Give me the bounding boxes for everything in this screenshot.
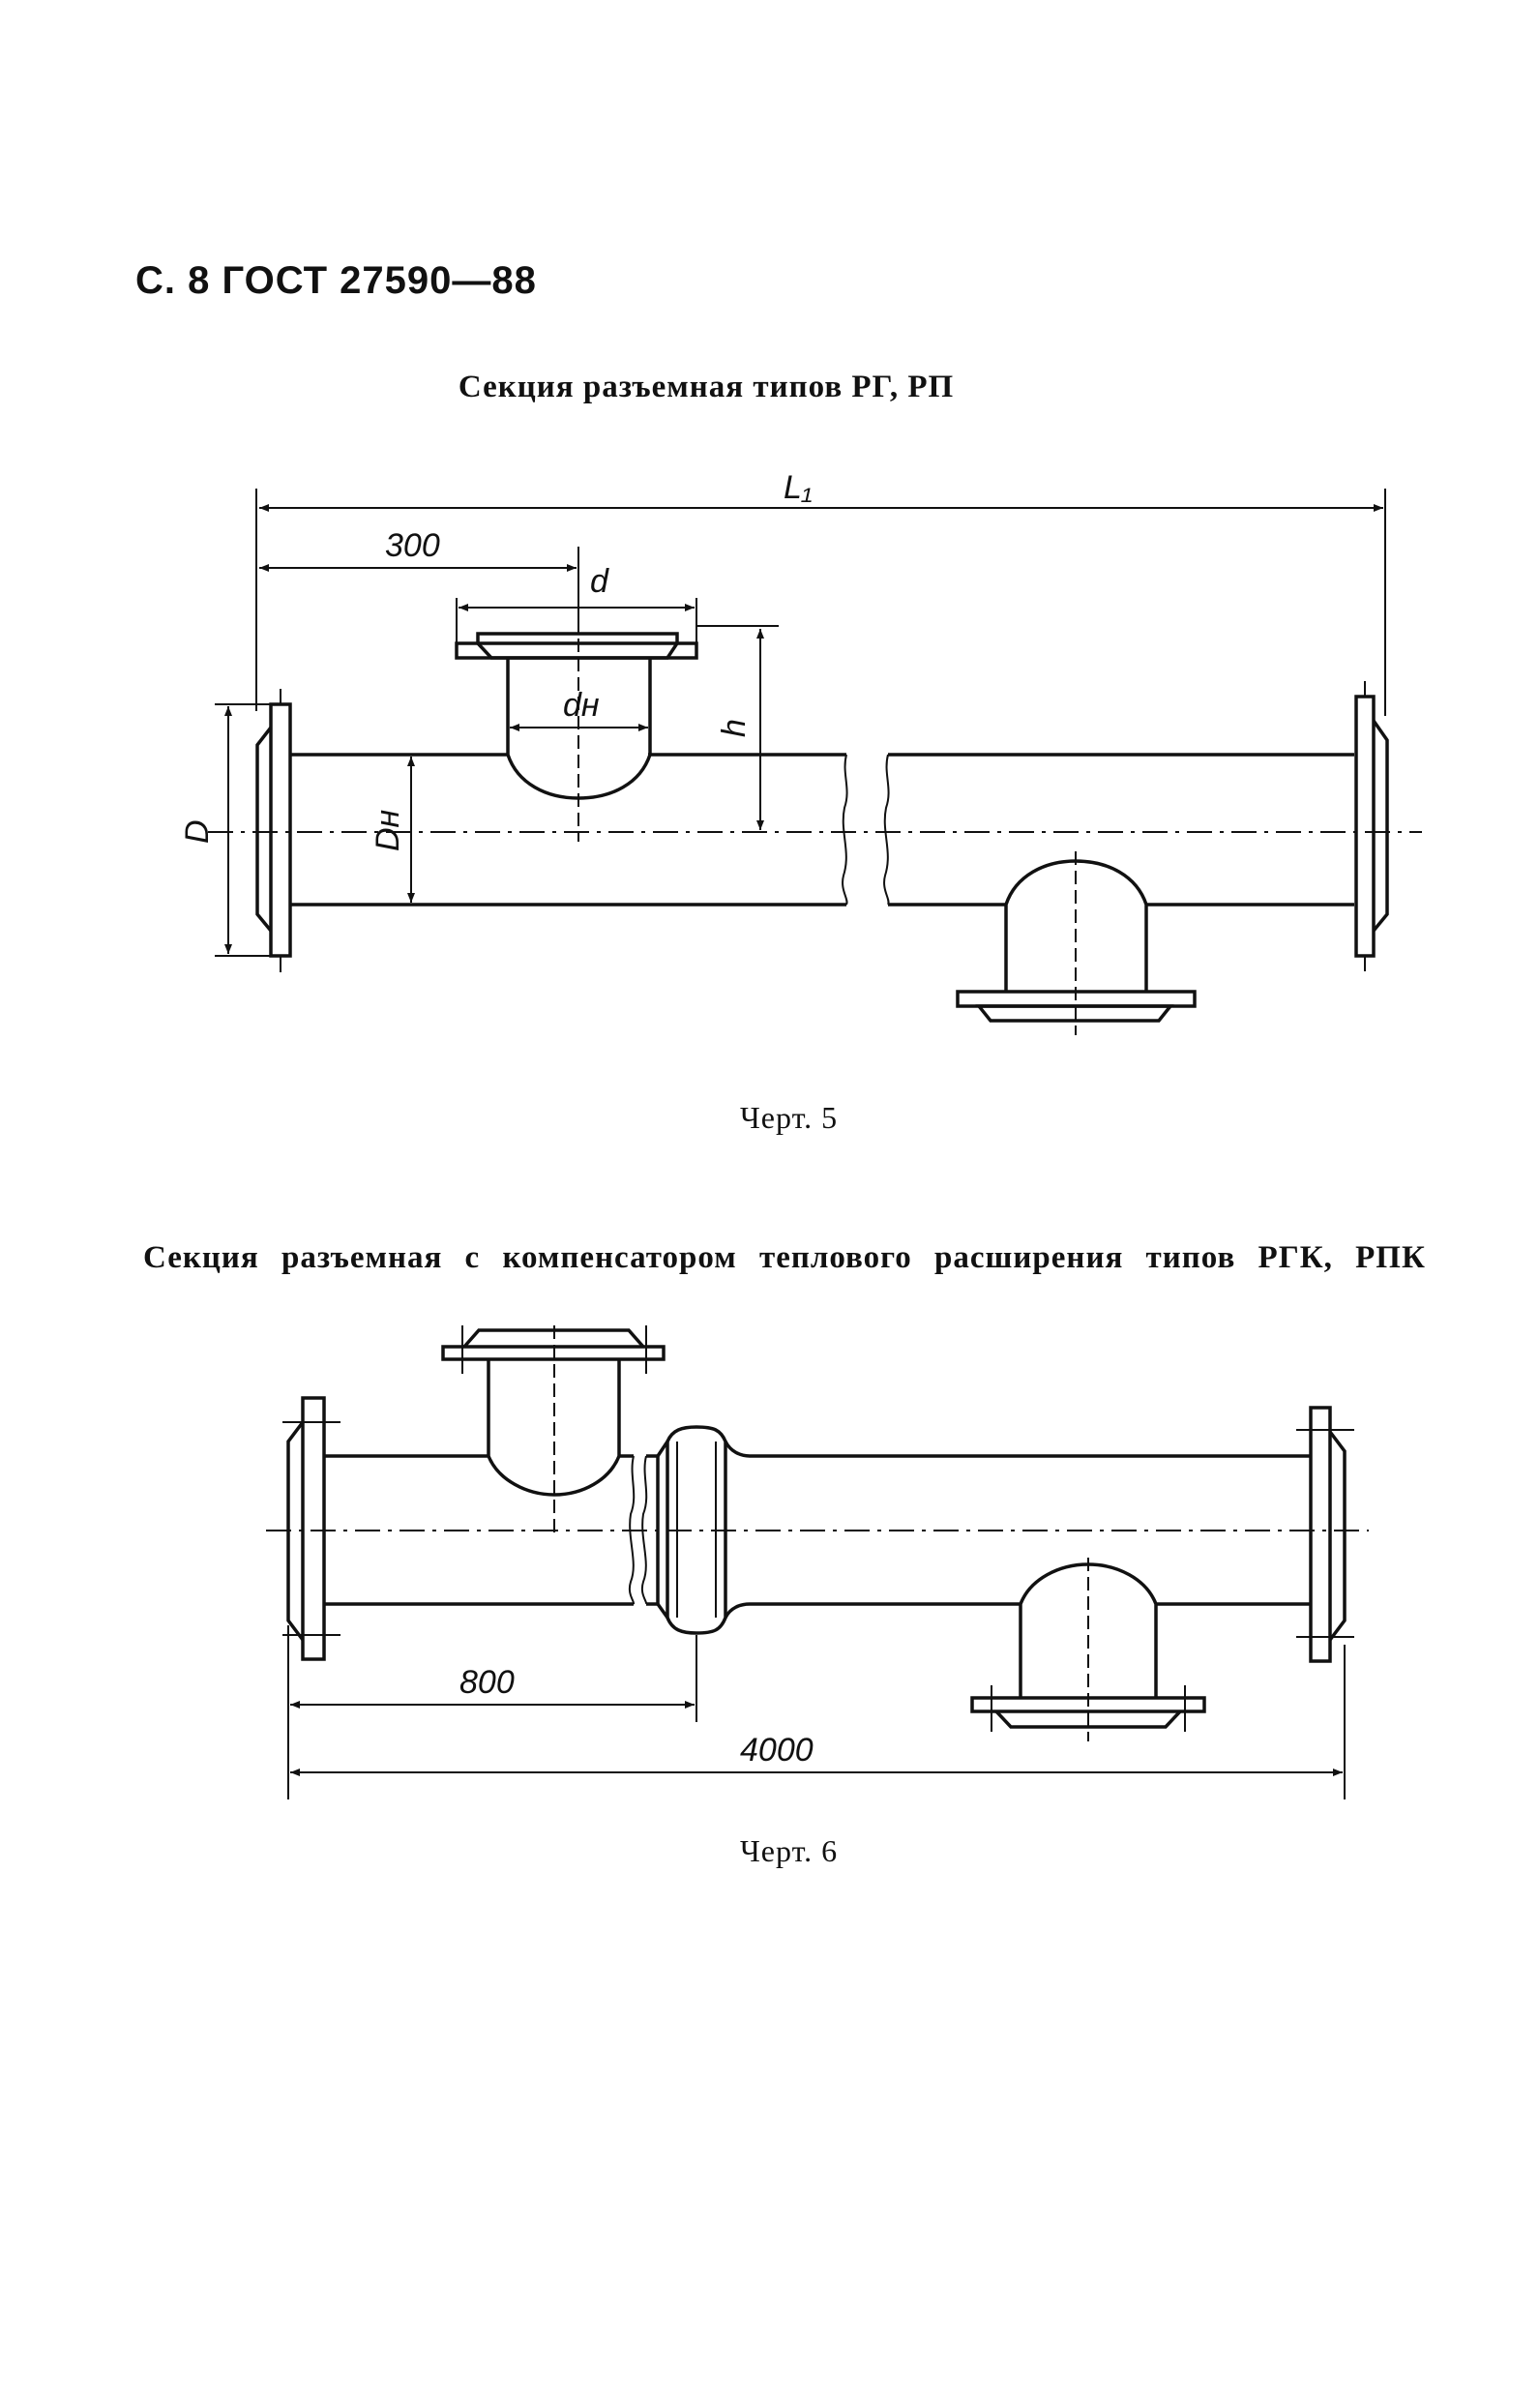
dim-dn-label: dн xyxy=(563,687,600,724)
dim-h-label: h xyxy=(716,719,753,737)
lower-branch xyxy=(956,851,1197,1035)
right-flange xyxy=(1354,681,1389,971)
dim-300-label: 300 xyxy=(385,527,440,564)
figure-5-caption: Черт. 5 xyxy=(740,1100,839,1135)
break-line-right xyxy=(883,754,890,906)
break-line-left xyxy=(842,754,848,906)
figure-6-caption: Черт. 6 xyxy=(740,1833,839,1868)
dim-Dn-label: Dн xyxy=(370,809,406,851)
left-flange xyxy=(255,689,292,972)
figure-5-title: Секция разъемная типов РГ, РП xyxy=(458,370,955,404)
dim-d-label: d xyxy=(590,563,609,600)
page-header: С. 8 ГОСТ 27590—88 xyxy=(135,259,537,302)
figure-6-title: Секция разъемная с компенсатором теплово… xyxy=(143,1240,1426,1275)
upper-branch xyxy=(455,619,698,842)
dim-D-label: D xyxy=(179,819,216,844)
dim-l1-label: L₁ xyxy=(784,469,813,506)
